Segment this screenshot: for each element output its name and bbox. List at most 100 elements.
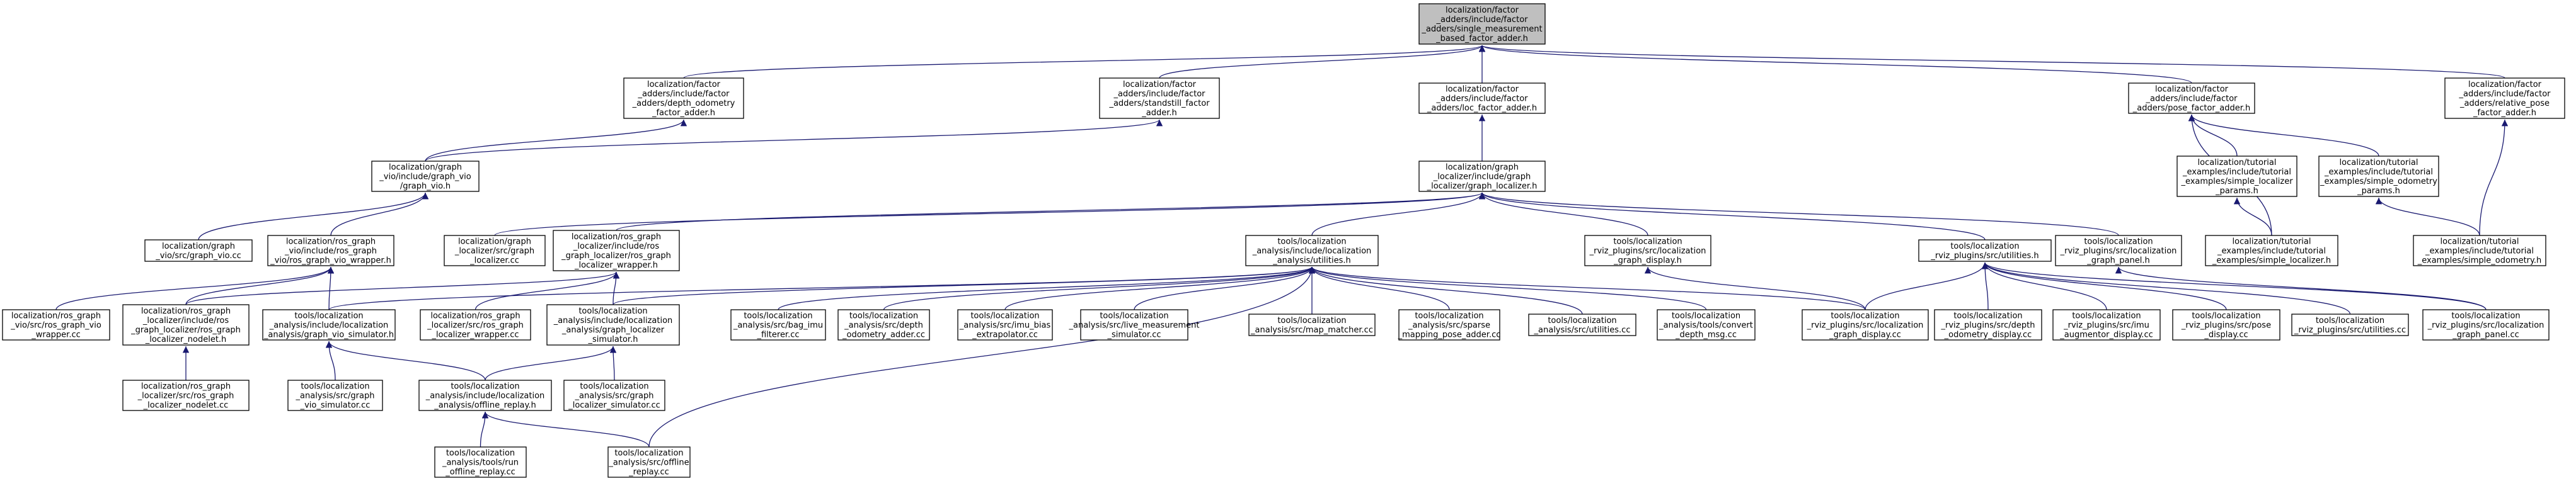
node-box: [418, 380, 552, 411]
node-run-offline-replay[interactable]: tools/localization_analysis/tools/run_of…: [434, 446, 527, 478]
node-bag-imu-filterer[interactable]: tools/localization_analysis/src/bag_imu_…: [730, 309, 826, 341]
node-offline-replay-h[interactable]: tools/localization_analysis/include/loca…: [418, 380, 552, 411]
node-ros-graph-localizer-wrapper-cc[interactable]: localization/ros_graph_localizer/src/ros…: [420, 309, 531, 341]
node-imu-bias-extrapolator[interactable]: tools/localization_analysis/src/imu_bias…: [957, 309, 1053, 341]
node-ros-graph-localizer-nodelet-cc[interactable]: localization/ros_graph_localizer/src/ros…: [122, 380, 250, 411]
node-graph-display-h[interactable]: tools/localization_rviz_plugins/src/loca…: [1584, 235, 1711, 266]
node-box: [2444, 77, 2565, 119]
node-tut-simple-localizer-params[interactable]: localization/tutorial_examples/include/t…: [2176, 156, 2297, 197]
node-box: [2205, 235, 2338, 266]
edge-graph_display_cc-to-utilities_h: [1309, 266, 1866, 310]
node-box: [434, 446, 527, 478]
node-box: [287, 380, 383, 411]
node-standstill[interactable]: localization/factor_adders/include/facto…: [1099, 77, 1220, 119]
node-box: [837, 309, 930, 341]
node-label-line: _adders/include/factor: [1113, 89, 1205, 99]
node-label-line: localization/ros_graph: [572, 232, 661, 242]
node-label-line: _examples/include/tutorial: [2425, 247, 2534, 256]
edge-offline_replay_h-to-graph_vio_simulator_h: [325, 341, 486, 381]
node-label-line: _analysis/src/bag_imu: [733, 321, 823, 331]
node-box: [1657, 309, 1756, 341]
edge-tut_simple_odometry_h-to-tut_simple_odometry_params: [2375, 197, 2480, 236]
node-label-line: tools/localization: [2072, 312, 2141, 321]
node-label-line: _localizer_wrapper.cc: [431, 331, 519, 340]
node-label-line: _factor_adder.h: [652, 108, 715, 118]
node-box: [623, 77, 744, 119]
node-utilities-h[interactable]: tools/localization_analysis/include/loca…: [1245, 235, 1379, 266]
node-pose-factor[interactable]: localization/factor_adders/include/facto…: [2128, 82, 2255, 114]
node-ros-graph-localizer-nodelet-h[interactable]: localization/ros_graph_localizer/include…: [122, 304, 250, 346]
node-ros-graph-vio-wrapper-h[interactable]: localization/ros_graph_vio/include/ros_g…: [267, 235, 394, 266]
node-graph-display-cc[interactable]: tools/localization_rviz_plugins/src/loca…: [1802, 309, 1929, 341]
node-label-line: tools/localization: [744, 312, 812, 321]
node-ros-graph-localizer-wrapper-h[interactable]: localization/ros_graph_localizer/include…: [553, 230, 680, 271]
edge-convert_depth_msg-to-utilities_h: [1308, 266, 1707, 310]
node-box: [1245, 235, 1379, 266]
node-relative-pose[interactable]: localization/factor_adders/include/facto…: [2444, 77, 2565, 119]
node-label-line: _vio/ros_graph_vio_wrapper.h: [270, 256, 391, 266]
node-graph-panel-cc[interactable]: tools/localization_rviz_plugins/src/loca…: [2422, 309, 2550, 341]
node-label-line: _localizer/include/ros: [142, 316, 229, 325]
node-label-line: _localizer/include/graph: [1433, 173, 1531, 182]
node-offline-replay-cc[interactable]: tools/localization_analysis/src/offline_…: [607, 446, 691, 478]
node-label-line: _analysis/include/localization: [553, 316, 673, 325]
node-label-line: _rviz_plugins/src/localization: [2427, 321, 2544, 331]
node-label-line: _adders/include/factor: [1435, 15, 1528, 25]
node-label-line: tools/localization: [1950, 242, 2019, 251]
node-root[interactable]: localization/factor_adders/include/facto…: [1418, 3, 1546, 45]
node-label-line: _adders/depth_odometry: [632, 99, 735, 108]
node-depth-odometry[interactable]: localization/factor_adders/include/facto…: [623, 77, 744, 119]
node-box: [730, 309, 826, 341]
node-box: [957, 309, 1053, 341]
node-rviz-utilities-h[interactable]: tools/localization_rviz_plugins/src/util…: [1918, 239, 2052, 262]
node-graph-vio-h[interactable]: localization/graph_vio/include/graph_vio…: [371, 161, 480, 192]
edge-analysis_utilities_cc-to-utilities_h: [1308, 266, 1583, 315]
node-analysis-utilities-cc[interactable]: tools/localization_analysis/src/utilitie…: [1528, 314, 1636, 336]
node-label-line: _offline_replay.cc: [445, 468, 515, 477]
edge-graph_localizer_simulator_cc-to-graph_localizer_simulator_h: [609, 346, 617, 381]
node-depth-odometry-adder[interactable]: tools/localization_analysis/src/depth_od…: [837, 309, 930, 341]
node-graph-localizer-cc[interactable]: localization/graph_localizer/src/graph_l…: [444, 235, 546, 266]
node-label-line: _analysis/offline_replay.h: [434, 401, 536, 410]
node-graph-localizer-simulator-cc[interactable]: tools/localization_analysis/src/graph_lo…: [563, 380, 665, 411]
node-label-line: _adders/include/factor: [1435, 94, 1528, 104]
node-box: [2291, 314, 2409, 336]
node-label-line: _adders/pose_factor_adder.h: [2132, 104, 2251, 113]
node-graph-vio-cc[interactable]: localization/graph_vio/src/graph_vio.cc: [144, 239, 253, 262]
edge-standstill-to-root: [1159, 45, 1485, 79]
node-imu-augmentor-display[interactable]: tools/localization_rviz_plugins/src/imu_…: [2052, 309, 2161, 341]
node-tut-simple-odometry-params[interactable]: localization/tutorial_examples/include/t…: [2318, 156, 2439, 197]
node-graph-localizer-simulator-h[interactable]: tools/localization_analysis/include/loca…: [546, 304, 680, 346]
node-ros-graph-vio-wrapper-cc[interactable]: localization/ros_graph_vio/src/ros_graph…: [2, 309, 110, 341]
node-label-line: _display.cc: [2204, 331, 2248, 340]
node-live-measurement-simulator[interactable]: tools/localization_analysis/src/live_mea…: [1069, 309, 1200, 341]
node-label-line: _augmentor_display.cc: [2059, 331, 2153, 340]
node-box: [553, 230, 680, 271]
node-convert-depth-msg[interactable]: tools/localization_analysis/tools/conver…: [1657, 309, 1756, 341]
edge-graph_localizer_simulator_h-to-ros_graph_localizer_wrapper_h: [612, 271, 620, 305]
node-graph-vio-simulator-cc[interactable]: tools/localization_analysis/src/graph_vi…: [287, 380, 383, 411]
node-label-line: _adders/single_measurement: [1421, 25, 1542, 34]
node-map-matcher[interactable]: tools/localization_analysis/src/map_matc…: [1248, 314, 1376, 336]
node-loc-factor[interactable]: localization/factor_adders/include/facto…: [1418, 82, 1546, 114]
node-tut-simple-odometry-h[interactable]: localization/tutorial_examples/include/t…: [2413, 235, 2546, 266]
node-box: [122, 380, 250, 411]
node-pose-display[interactable]: tools/localization_rviz_plugins/src/pose…: [2172, 309, 2280, 341]
node-graph-vio-simulator-h[interactable]: tools/localization_analysis/include/loca…: [262, 309, 396, 341]
node-label-line: _analysis/graph_localizer: [561, 325, 665, 335]
node-depth-odometry-display[interactable]: tools/localization_rviz_plugins/src/dept…: [1934, 309, 2042, 341]
edge-tut_simple_odometry_h-to-relative_pose: [2479, 119, 2509, 236]
node-label-line: _simulator.cc: [1107, 331, 1161, 340]
node-rviz-utilities-cc[interactable]: tools/localization_rviz_plugins/src/util…: [2291, 314, 2409, 336]
node-box: [444, 235, 546, 266]
node-sparse-mapping-pose-adder[interactable]: tools/localization_analysis/src/sparse_m…: [1398, 309, 1501, 341]
node-label-line: _rviz_plugins/src/utilities.cc: [2294, 325, 2406, 335]
node-tut-simple-localizer-h[interactable]: localization/tutorial_examples/include/t…: [2205, 235, 2338, 266]
node-box: [371, 161, 480, 192]
node-graph-localizer-h[interactable]: localization/graph_localizer/include/gra…: [1418, 161, 1546, 192]
node-graph-panel-h[interactable]: tools/localization_rviz_plugins/src/loca…: [2055, 235, 2182, 266]
edge-graph_localizer_cc-to-graph_localizer_h: [494, 192, 1485, 236]
node-label-line: _adders/relative_pose: [2459, 99, 2550, 108]
edge-graph_vio_simulator_h-to-utilities_h: [328, 266, 1315, 310]
